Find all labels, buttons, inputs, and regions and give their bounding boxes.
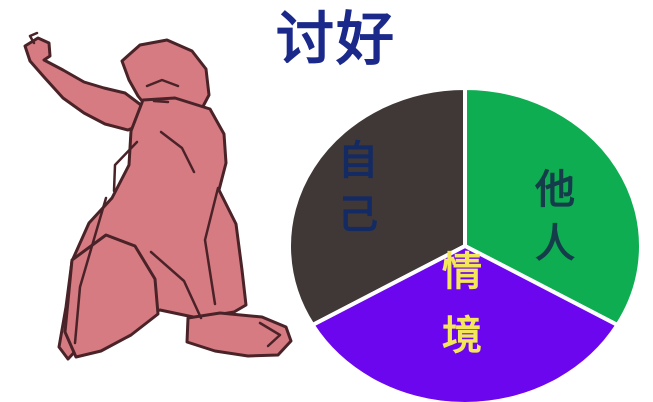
pleading-woman-illustration [23, 31, 293, 361]
segment-context-label-2: 境 [442, 313, 482, 359]
slide-title: 讨好 [276, 5, 397, 73]
segment-context [309, 243, 621, 402]
segment-others-label-1: 他 [534, 167, 575, 213]
segment-others-label-2: 人 [535, 221, 575, 267]
segment-others [463, 85, 643, 328]
segment-context-label-1: 情 [442, 249, 482, 295]
segment-self [287, 85, 467, 328]
segment-self-label-2: 己 [338, 192, 378, 238]
segment-self-label-1: 自 [338, 138, 378, 184]
